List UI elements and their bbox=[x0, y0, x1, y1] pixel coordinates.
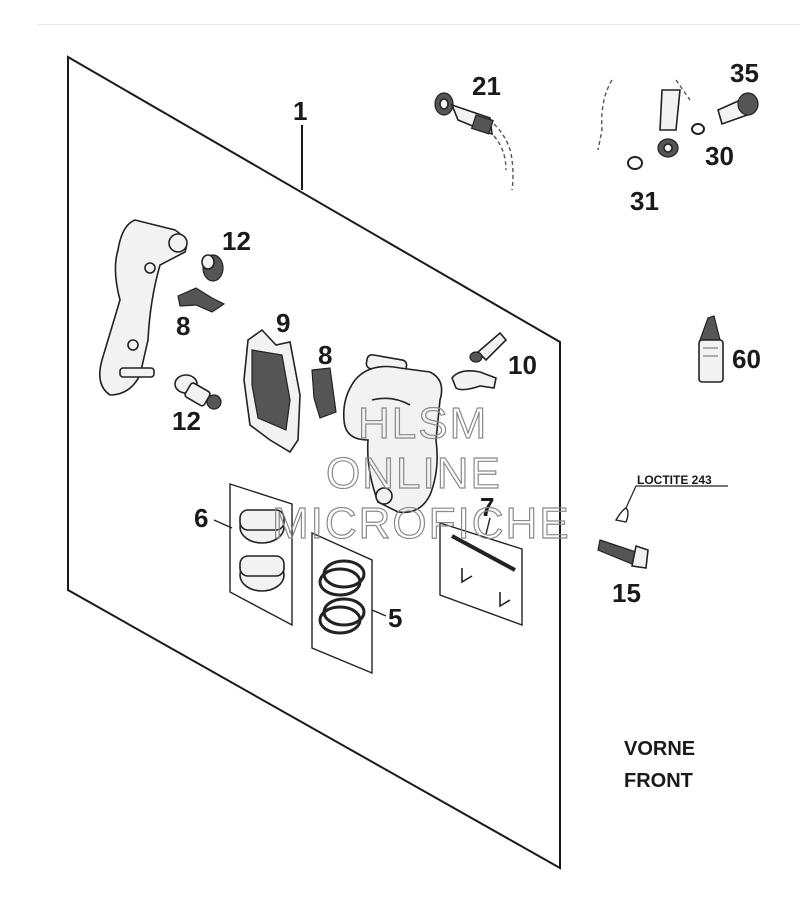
bushing-12-top bbox=[201, 254, 224, 282]
caliper-body bbox=[342, 353, 443, 514]
direction-de: VORNE bbox=[624, 738, 695, 760]
callout-8-top: 8 bbox=[176, 311, 190, 341]
watermark-line-1: HLSM bbox=[358, 399, 488, 448]
callout-12-bottom: 12 bbox=[172, 406, 201, 436]
leader-6 bbox=[213, 519, 233, 529]
watermark-line-3: MICROFICHE bbox=[272, 499, 571, 548]
brake-pad-9 bbox=[243, 328, 301, 454]
callout-10: 10 bbox=[508, 350, 537, 380]
bleeder-valve-10 bbox=[451, 331, 508, 391]
callout-31: 31 bbox=[630, 186, 659, 216]
callout-35: 35 bbox=[730, 58, 759, 88]
banjo-hose-21 bbox=[434, 92, 514, 191]
pad-spring-8-middle bbox=[311, 367, 337, 419]
bolt-12-bottom bbox=[174, 374, 222, 410]
seal-rings-5 bbox=[311, 531, 373, 675]
pistons-6 bbox=[229, 483, 293, 627]
leader-5 bbox=[371, 609, 387, 617]
callout-5: 5 bbox=[388, 603, 402, 633]
callout-6: 6 bbox=[194, 503, 208, 533]
top-rule bbox=[38, 24, 800, 25]
watermark-line-2: ONLINE bbox=[326, 449, 502, 498]
grease-tube-60 bbox=[698, 315, 724, 383]
callout-1: 1 bbox=[293, 96, 307, 126]
leader-7 bbox=[485, 517, 491, 535]
callout-8-middle: 8 bbox=[318, 340, 332, 370]
callout-30: 30 bbox=[705, 141, 734, 171]
caliper-bracket bbox=[99, 219, 188, 396]
bolt-15 bbox=[597, 485, 728, 569]
loctite-label: LOCTITE 243 bbox=[637, 473, 712, 487]
callout-60: 60 bbox=[732, 344, 761, 374]
callout-15: 15 bbox=[612, 578, 641, 608]
spring-clip-8-top bbox=[177, 287, 226, 313]
brake-line-fitting bbox=[597, 79, 759, 170]
pin-kit-7 bbox=[439, 522, 523, 627]
direction-en: FRONT bbox=[624, 770, 693, 792]
callout-12-top: 12 bbox=[222, 226, 251, 256]
callout-9: 9 bbox=[276, 308, 290, 338]
callout-7: 7 bbox=[480, 492, 494, 522]
callout-21: 21 bbox=[472, 71, 501, 101]
kit-board bbox=[67, 55, 561, 870]
